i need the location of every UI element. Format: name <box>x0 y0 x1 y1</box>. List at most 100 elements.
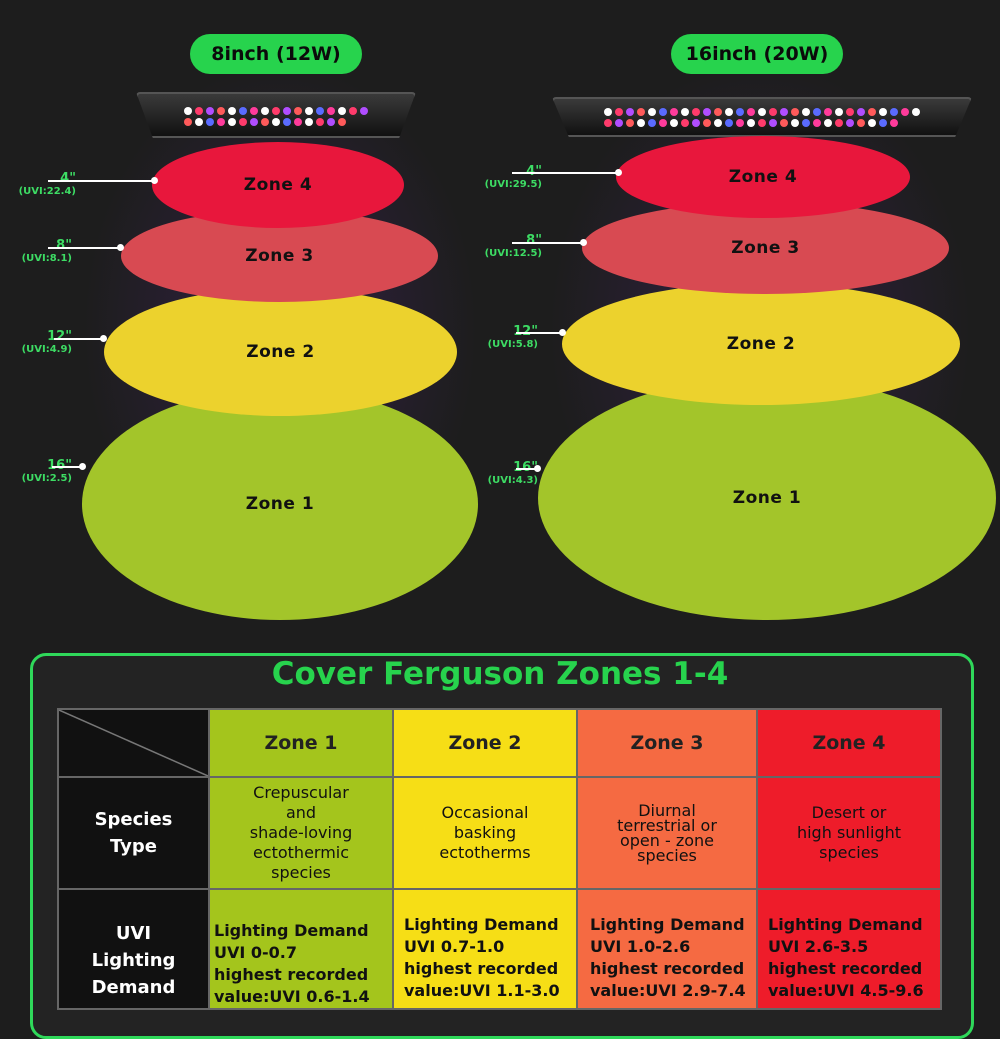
leader-line <box>516 332 562 334</box>
cell-line: terrestrial or <box>617 816 717 835</box>
cell-line: high sunlight <box>796 823 902 842</box>
species-cell-zone-2: Occasional basking ectotherms <box>392 776 578 890</box>
cell-line: and <box>285 803 317 822</box>
cell-line: highest recorded <box>768 959 923 978</box>
distance-label-12in: 12" (UVI:4.9) <box>4 329 72 355</box>
led-dot <box>868 118 876 127</box>
cell-line: value:UVI 1.1-3.0 <box>404 981 560 1000</box>
led-dot <box>648 118 656 127</box>
led-dot <box>736 118 744 127</box>
led-dot <box>294 106 302 115</box>
zones-table: Zone 1 Zone 2 Zone 3 Zone 4 Species Type… <box>57 708 942 1010</box>
uvi-cell-zone-2: Lighting Demand UVI 0.7-1.0 highest reco… <box>392 888 578 1010</box>
led-dot <box>615 118 623 127</box>
led-dot <box>184 106 192 115</box>
cell-line: Occasional <box>441 803 529 822</box>
led-dot <box>228 106 236 115</box>
led-dot <box>250 106 258 115</box>
led-dot <box>780 118 788 127</box>
led-dot <box>725 107 733 116</box>
led-dot <box>316 117 324 126</box>
led-dot <box>327 106 335 115</box>
cell-line: value:UVI 2.9-7.4 <box>590 981 746 1000</box>
cell-line: UVI 2.6-3.5 <box>768 937 869 956</box>
led-dot <box>703 118 711 127</box>
cell-line: shade-loving <box>249 823 353 842</box>
led-dot <box>791 107 799 116</box>
led-dot <box>349 106 357 115</box>
led-dot <box>769 107 777 116</box>
led-dot <box>261 117 269 126</box>
led-dot <box>195 117 203 126</box>
led-dot <box>305 117 313 126</box>
led-dot <box>780 107 788 116</box>
led-dot <box>868 107 876 116</box>
leader-line <box>52 466 82 468</box>
cell-line: species <box>271 863 331 882</box>
cell-line: basking <box>453 823 517 842</box>
leader-line <box>48 247 120 249</box>
led-dot <box>604 107 612 116</box>
row-header-line: Type <box>110 836 157 857</box>
uvi-cell-zone-1: Lighting Demand UVI 0-0.7 highest record… <box>208 888 394 1010</box>
cell-line: Lighting Demand <box>768 915 923 934</box>
led-dot <box>802 107 810 116</box>
led-dot <box>857 118 865 127</box>
leader-dot <box>580 239 587 246</box>
led-dot <box>692 107 700 116</box>
led-dot <box>846 107 854 116</box>
row-header-line: UVI <box>115 923 152 944</box>
cell-line: ectotherms <box>439 843 531 862</box>
distance-label-4in: 4" (UVI:22.4) <box>4 171 76 197</box>
cell-line: UVI 1.0-2.6 <box>590 937 691 956</box>
led-dot <box>692 118 700 127</box>
led-dot <box>217 117 225 126</box>
led-array <box>184 102 370 130</box>
led-dot <box>305 106 313 115</box>
led-dot <box>604 118 612 127</box>
led-dot <box>835 118 843 127</box>
led-dot <box>626 107 634 116</box>
led-dot <box>272 117 280 126</box>
cell-line: UVI 0-0.7 <box>214 943 298 962</box>
cell-line: Crepuscular <box>253 783 349 802</box>
led-dot <box>637 107 645 116</box>
row-header-uvi-lighting-demand: UVI Lighting Demand <box>57 888 210 1010</box>
leader-line <box>54 338 104 340</box>
leader-line <box>512 172 618 174</box>
cell-line: highest recorded <box>404 959 559 978</box>
cell-line: Lighting Demand <box>590 915 745 934</box>
distance-value: 4" <box>464 164 542 179</box>
led-dot <box>648 107 656 116</box>
cell-line: Desert or <box>811 803 887 822</box>
leader-line <box>516 468 538 470</box>
distance-label-16in: 16" (UVI:2.5) <box>4 458 72 484</box>
distance-value: 8" <box>56 238 72 253</box>
led-dot <box>725 118 733 127</box>
cell-line: value:UVI 0.6-1.4 <box>214 987 370 1006</box>
led-dot <box>901 107 909 116</box>
column-header-zone-2: Zone 2 <box>392 708 578 778</box>
led-dot <box>283 106 291 115</box>
led-dot <box>670 107 678 116</box>
led-dot <box>659 118 667 127</box>
distance-label-4in: 4" (UVI:29.5) <box>464 164 542 190</box>
leader-line <box>512 242 584 244</box>
led-dot <box>250 117 258 126</box>
led-dot <box>791 118 799 127</box>
cell-line: highest recorded <box>590 959 745 978</box>
led-dot <box>261 106 269 115</box>
cell-line: UVI 0.7-1.0 <box>404 937 505 956</box>
uvi-value: (UVI:12.5) <box>484 248 542 259</box>
led-dot <box>338 106 346 115</box>
led-dot <box>637 118 645 127</box>
led-dot <box>879 107 887 116</box>
cell-line: value:UVI 4.5-9.6 <box>768 981 924 1000</box>
uvi-value: (UVI:4.3) <box>487 475 538 486</box>
cell-line: species <box>637 846 697 865</box>
led-dot <box>283 117 291 126</box>
leader-dot <box>534 465 541 472</box>
led-dot <box>912 107 920 116</box>
led-dot <box>195 106 203 115</box>
table-corner-cell <box>57 708 210 778</box>
